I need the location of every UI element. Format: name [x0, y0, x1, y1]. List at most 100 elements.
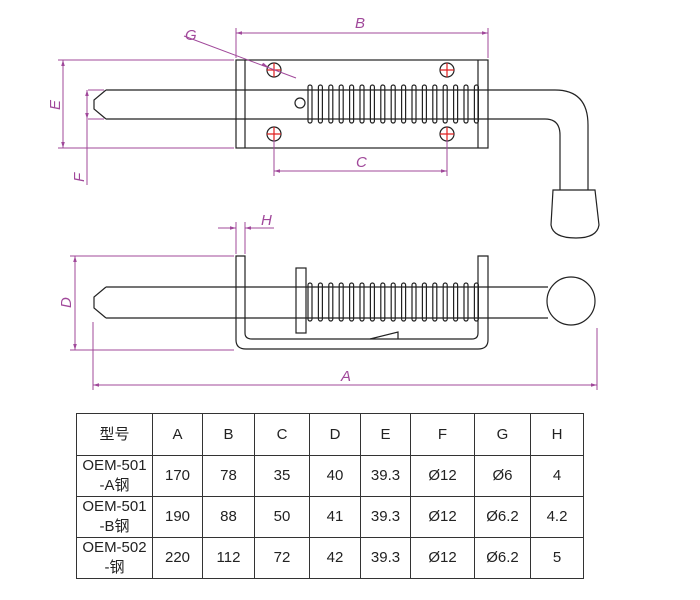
dim-label-d: D: [58, 297, 75, 308]
table-row: OEM-501-B钢 190 88 50 41 39.3 Ø12 Ø6.2 4.…: [76, 496, 584, 538]
value-cell: 50: [254, 496, 310, 538]
spring-coil: [463, 282, 469, 322]
spring-coil: [349, 282, 355, 322]
model-line: -B钢: [99, 518, 130, 535]
spring-coil: [369, 282, 375, 322]
model-line: OEM-501: [82, 498, 147, 515]
value-cell: 39.3: [360, 537, 411, 579]
value-cell: 220: [152, 537, 203, 579]
washer: [295, 267, 307, 334]
spring-coil: [463, 84, 469, 124]
spring-coil: [369, 84, 375, 124]
header-cell: 型号: [76, 413, 153, 456]
model-cell: OEM-501 -B钢: [76, 496, 153, 538]
spring-coil: [380, 84, 386, 124]
header-cell: H: [530, 413, 584, 456]
spring-coil: [317, 282, 323, 322]
value-cell: Ø12: [410, 455, 475, 497]
spring-coil: [401, 282, 407, 322]
value-cell: Ø6.2: [474, 496, 531, 538]
value-cell: 42: [309, 537, 361, 579]
spring-coil: [307, 84, 313, 124]
value-cell: Ø12: [410, 496, 475, 538]
value-cell: 112: [202, 537, 255, 579]
center-mark: [440, 63, 454, 77]
spring-coil: [473, 282, 479, 322]
dim-label-f: F: [71, 172, 88, 182]
spring-coil: [338, 84, 344, 124]
mounting-plate: [235, 59, 489, 149]
value-cell: 170: [152, 455, 203, 497]
model-line: -A钢: [99, 477, 130, 494]
dim-label-e: E: [47, 99, 64, 110]
spring-coil: [317, 84, 323, 124]
dim-label-b: B: [355, 15, 365, 32]
spring-coils-side: [307, 282, 479, 322]
header-cell: F: [410, 413, 475, 456]
table-row: OEM-502-钢 220 112 72 42 39.3 Ø12 Ø6.2 5: [76, 537, 584, 579]
side-view: [93, 255, 596, 350]
spring-coil: [401, 84, 407, 124]
spring-coil: [432, 84, 438, 124]
value-cell: 190: [152, 496, 203, 538]
bolt-rod-side: [93, 286, 548, 319]
spring-coil: [421, 84, 427, 124]
value-cell: 35: [254, 455, 310, 497]
spring-coil: [390, 84, 396, 124]
spring-coil: [411, 282, 417, 322]
spring-coils: [307, 84, 479, 124]
value-cell: 40: [309, 455, 361, 497]
value-cell: 78: [202, 455, 255, 497]
side-dimensions: [70, 222, 598, 390]
handle-knob: [550, 189, 600, 239]
value-cell: 41: [309, 496, 361, 538]
value-cell: 88: [202, 496, 255, 538]
spring-latch-drawing: B G E F C H D A: [47, 15, 600, 390]
spring-coil: [380, 282, 386, 322]
spring-coil: [359, 282, 365, 322]
center-mark: [267, 127, 281, 141]
model-line: OEM-501: [82, 457, 147, 474]
spring-coil: [421, 282, 427, 322]
spring-coil: [328, 84, 334, 124]
stop-tab: [369, 331, 399, 340]
spring-coil: [307, 282, 313, 322]
top-view: [93, 59, 600, 239]
header-cell: G: [474, 413, 531, 456]
dim-label-a: A: [340, 368, 351, 385]
value-cell: 39.3: [360, 455, 411, 497]
table-row: OEM-501 -A钢 170 78 35 40 39.3 Ø12 Ø6 4: [76, 455, 584, 497]
value-cell: Ø6.2: [474, 537, 531, 579]
header-cell: A: [152, 413, 203, 456]
header-cell: E: [360, 413, 411, 456]
spring-coil: [442, 84, 448, 124]
pin-hole: [294, 97, 306, 109]
dim-label-h: H: [261, 212, 272, 229]
spring-coil: [453, 282, 459, 322]
spring-coil: [411, 84, 417, 124]
header-cell: B: [202, 413, 255, 456]
model-line: -钢: [104, 559, 125, 576]
center-mark: [440, 127, 454, 141]
value-cell: 4: [530, 455, 584, 497]
table-header-row: 型号 A B C D E F G H: [76, 413, 584, 456]
top-dimensions: [58, 28, 489, 185]
spring-coil: [390, 282, 396, 322]
spring-coil: [359, 84, 365, 124]
model-cell: OEM-501 -A钢: [76, 455, 153, 497]
spring-coil: [442, 282, 448, 322]
spring-coil: [432, 282, 438, 322]
value-cell: 72: [254, 537, 310, 579]
spring-coil: [453, 84, 459, 124]
dim-label-g: G: [185, 27, 197, 44]
spring-coil: [328, 282, 334, 322]
value-cell: Ø12: [410, 537, 475, 579]
value-cell: 4.2: [530, 496, 584, 538]
ball-knob: [546, 276, 596, 326]
value-cell: Ø6: [474, 455, 531, 497]
dim-label-c: C: [356, 154, 367, 171]
header-cell: C: [254, 413, 310, 456]
value-cell: 5: [530, 537, 584, 579]
model-cell: OEM-502-钢: [76, 537, 153, 579]
spring-coil: [338, 282, 344, 322]
